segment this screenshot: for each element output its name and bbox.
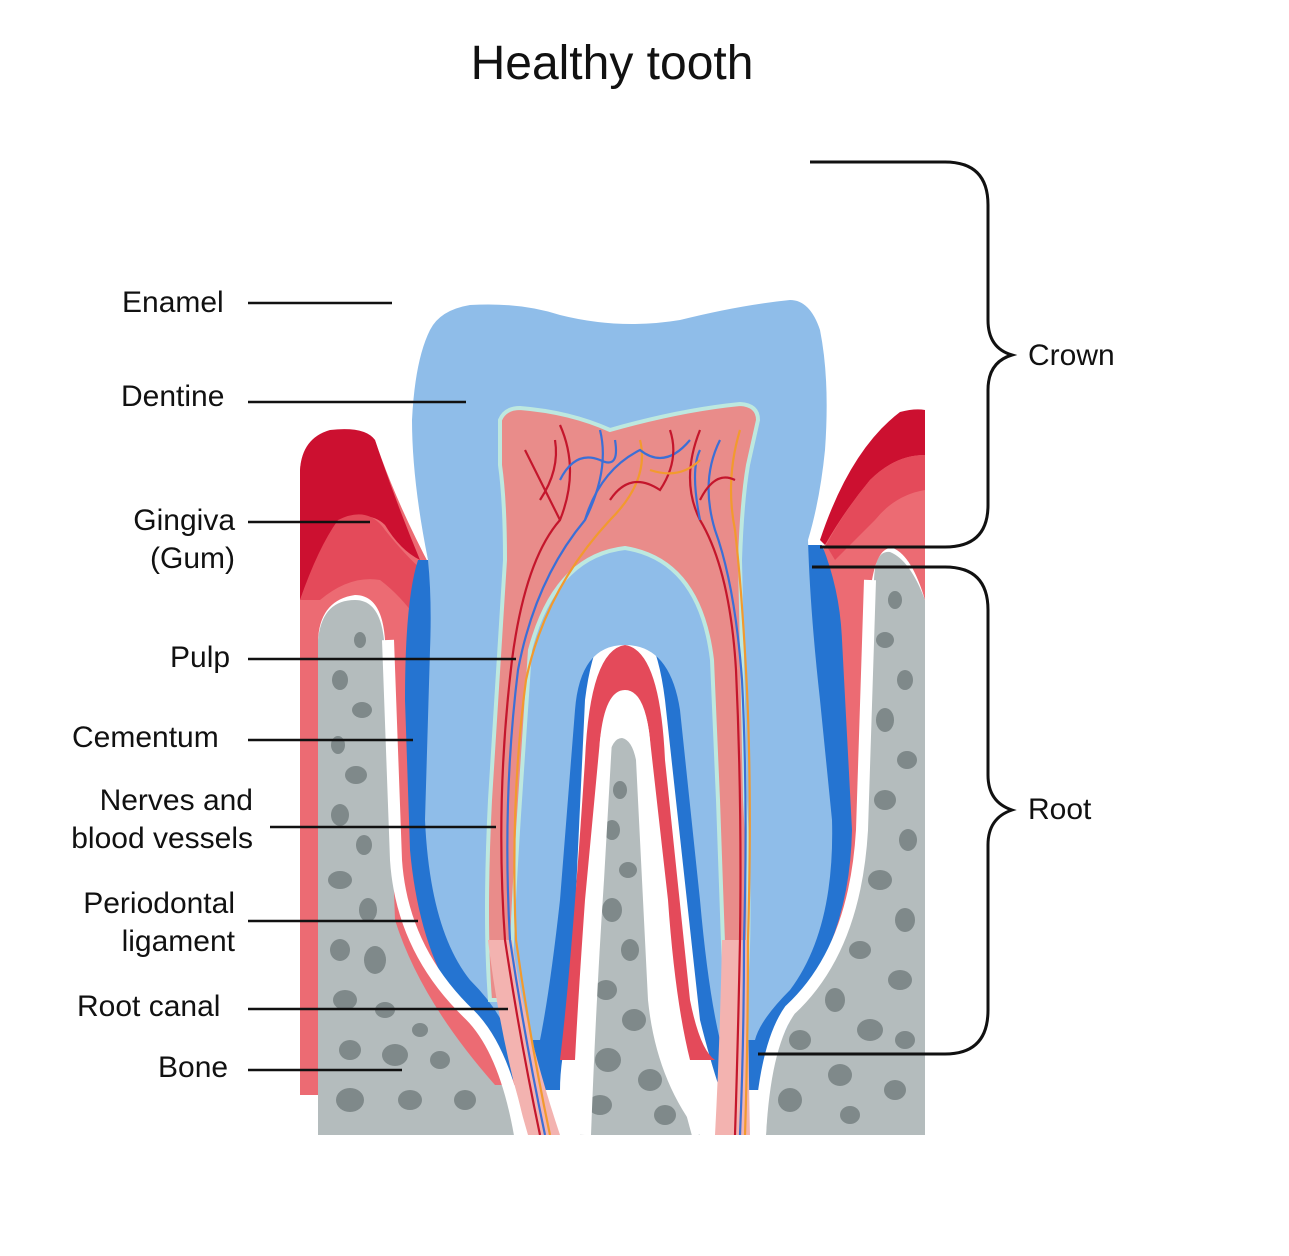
label-dentine: Dentine [121, 380, 225, 413]
label-nerves-line2: blood vessels [71, 822, 253, 855]
label-gingiva-line2: (Gum) [150, 542, 235, 575]
inner-gum-band [560, 645, 715, 1060]
label-bone: Bone [158, 1051, 229, 1084]
bone-right [766, 551, 925, 1135]
label-enamel: Enamel [122, 286, 224, 319]
bone-holes [328, 591, 917, 1125]
label-periodontal-line2: ligament [121, 925, 235, 958]
label-periodontal: Periodontal ligament [50, 885, 235, 961]
diagram-title: Healthy tooth [470, 37, 754, 90]
crown-bracket [810, 160, 1018, 549]
label-root-canal: Root canal [77, 990, 221, 1023]
root-bracket [758, 565, 1017, 1056]
label-root: Root [1028, 793, 1092, 826]
label-nerves: Nerves and blood vessels [40, 782, 253, 858]
root-canal-left [488, 940, 560, 1135]
gingiva-right-mid [826, 455, 925, 560]
pulp [485, 401, 761, 1002]
gingiva-right-dark [820, 409, 925, 545]
label-crown: Crown [1028, 339, 1115, 372]
label-gingiva-line1: Gingiva [133, 504, 235, 537]
label-cementum: Cementum [72, 721, 219, 754]
leader-lines [248, 301, 516, 1072]
periodontal-ligament-right [754, 579, 876, 1135]
bone-left [318, 600, 515, 1135]
label-gingiva: Gingiva (Gum) [100, 502, 235, 578]
label-periodontal-line1: Periodontal [83, 887, 235, 920]
periodontal-ligament-middle [579, 693, 704, 1135]
nerves-vessels [500, 424, 751, 1135]
label-pulp: Pulp [170, 641, 231, 674]
gingiva-left-mid [300, 514, 422, 620]
label-nerves-line1: Nerves and [99, 784, 253, 817]
